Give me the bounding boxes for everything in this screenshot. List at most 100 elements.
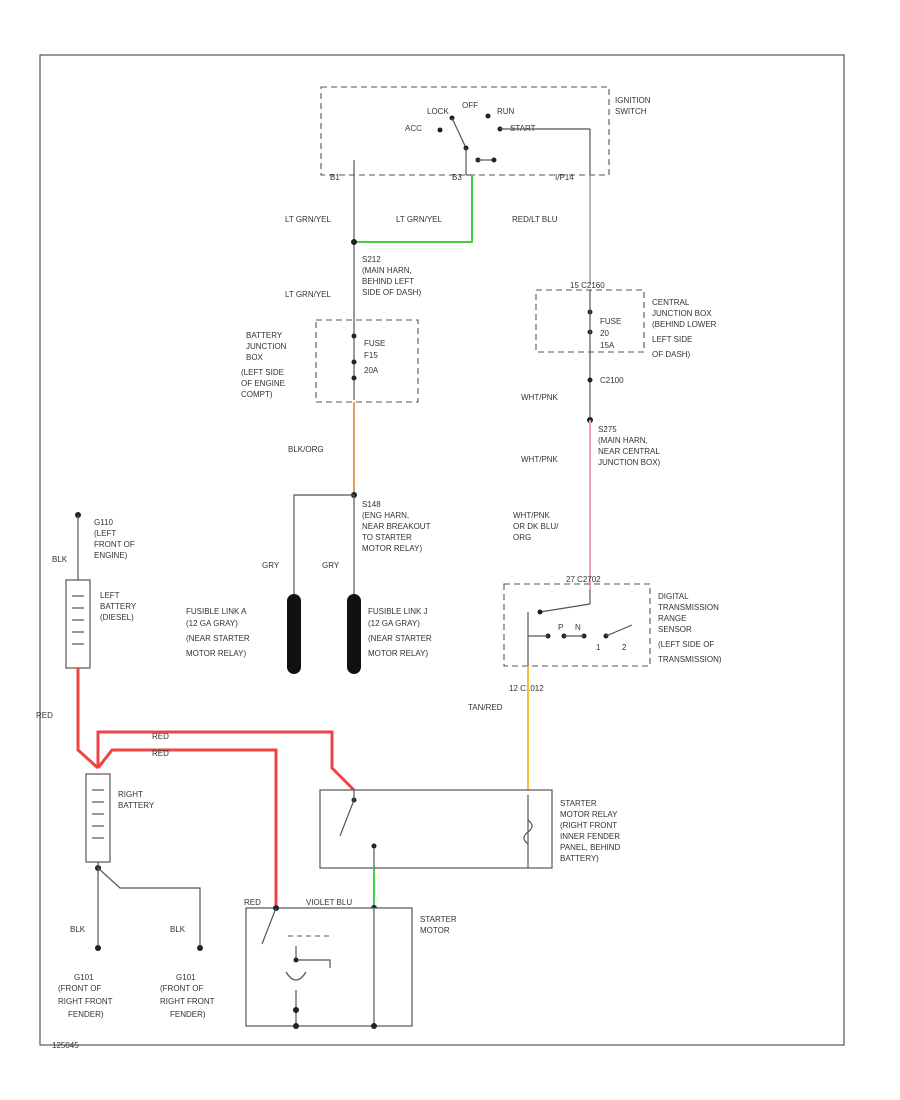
svg-text:S148: S148 — [362, 500, 381, 509]
dtr-switch-label-n: N — [575, 623, 581, 632]
svg-text:(FRONT OF: (FRONT OF — [160, 984, 204, 993]
svg-text:RIGHT FRONT: RIGHT FRONT — [160, 997, 215, 1006]
svg-text:STARTER: STARTER — [560, 799, 597, 808]
svg-text:(ENG HARN,: (ENG HARN, — [362, 511, 409, 520]
svg-text:15A: 15A — [600, 341, 615, 350]
svg-text:SWITCH: SWITCH — [615, 107, 647, 116]
wire-label-red-left: RED — [36, 711, 53, 720]
svg-text:LEFT: LEFT — [100, 591, 120, 600]
right-battery-label: RIGHT BATTERY — [118, 790, 155, 810]
svg-text:SIDE OF DASH): SIDE OF DASH) — [362, 288, 421, 297]
ground-g101-b-label: G101 (FRONT OF RIGHT FRONT FENDER) — [160, 973, 215, 1019]
wire-label-wht-pnk-3: WHT/PNK OR DK BLU/ ORG — [513, 511, 559, 542]
dtr-sensor-label: DIGITAL TRANSMISSION RANGE SENSOR (LEFT … — [658, 592, 722, 664]
red-wire-left-to-right-battery — [76, 668, 100, 770]
svg-text:FENDER): FENDER) — [68, 1010, 104, 1019]
svg-text:BATTERY): BATTERY) — [560, 854, 599, 863]
ignition-acc-label: ACC — [405, 124, 422, 133]
svg-text:(NEAR STARTER: (NEAR STARTER — [368, 634, 432, 643]
svg-text:FUSIBLE LINK A: FUSIBLE LINK A — [186, 607, 247, 616]
svg-text:G101: G101 — [74, 973, 94, 982]
fusible-link-j — [347, 594, 361, 674]
left-battery-label: LEFT BATTERY (DIESEL) — [100, 591, 137, 622]
red-wire-second — [96, 748, 278, 905]
svg-text:(LEFT SIDE OF: (LEFT SIDE OF — [658, 640, 714, 649]
dtr-switch-label-p: P — [558, 623, 563, 632]
svg-text:G110: G110 — [94, 518, 114, 527]
svg-text:20A: 20A — [364, 366, 379, 375]
starter-relay-label: STARTER MOTOR RELAY (RIGHT FRONT INNER F… — [560, 799, 621, 863]
svg-text:PANEL, BEHIND: PANEL, BEHIND — [560, 843, 621, 852]
svg-text:INNER FENDER: INNER FENDER — [560, 832, 620, 841]
ignition-lock-label: LOCK — [427, 107, 449, 116]
central-junction-box-label: CENTRAL JUNCTION BOX (BEHIND LOWER LEFT … — [652, 298, 717, 359]
battery-junction-box: BATTERY JUNCTION BOX (LEFT SIDE OF ENGIN… — [241, 319, 419, 403]
svg-text:NEAR CENTRAL: NEAR CENTRAL — [598, 447, 660, 456]
svg-text:IGNITION: IGNITION — [615, 96, 651, 105]
svg-text:S212: S212 — [362, 255, 381, 264]
ignition-pin-right: I/P14 — [555, 173, 574, 182]
diagram-border — [39, 54, 845, 1046]
svg-text:(RIGHT FRONT: (RIGHT FRONT — [560, 821, 617, 830]
wire-label-gry-j: GRY — [322, 561, 340, 570]
svg-text:RIGHT: RIGHT — [118, 790, 143, 799]
ground-g101-a-label: G101 (FRONT OF RIGHT FRONT FENDER) — [58, 973, 113, 1019]
central-connector-label: C2100 — [600, 376, 624, 385]
wire-label-red-lt-blu: RED/LT BLU — [512, 215, 558, 224]
svg-text:(MAIN HARN,: (MAIN HARN, — [598, 436, 648, 445]
central-junction-pin: 15 C2160 — [570, 281, 605, 290]
fuse-f15-label: FUSE F15 20A — [364, 339, 385, 375]
ignition-switch: IGNITION SWITCH LOCK OFF RUN ACC START B… — [320, 86, 651, 182]
left-battery — [65, 579, 91, 669]
svg-text:MOTOR RELAY: MOTOR RELAY — [560, 810, 618, 819]
digital-transmission-range-sensor: 27 C2702 DIGITAL TRANSMISSION RANGE SENS… — [503, 575, 722, 667]
right-battery — [85, 773, 111, 863]
wire-label-red-motor: RED — [244, 898, 261, 907]
svg-text:(LEFT: (LEFT — [94, 529, 116, 538]
wire-label-wht-pnk-2: WHT/PNK — [521, 455, 559, 464]
svg-text:BOX: BOX — [246, 353, 264, 362]
svg-text:ENGINE): ENGINE) — [94, 551, 128, 560]
wire-label-blk-ground-2: BLK — [70, 925, 86, 934]
svg-text:SENSOR: SENSOR — [658, 625, 692, 634]
svg-text:OR DK BLU/: OR DK BLU/ — [513, 522, 559, 531]
wire-label-lt-grn-yel-1: LT GRN/YEL — [285, 215, 331, 224]
svg-text:OF DASH): OF DASH) — [652, 350, 691, 359]
svg-text:JUNCTION BOX): JUNCTION BOX) — [598, 458, 661, 467]
green-wire — [354, 175, 473, 243]
svg-text:F15: F15 — [364, 351, 378, 360]
svg-text:BEHIND LEFT: BEHIND LEFT — [362, 277, 414, 286]
dtr-switch-label-2: 2 — [622, 643, 627, 652]
svg-text:20: 20 — [600, 329, 609, 338]
svg-text:JUNCTION BOX: JUNCTION BOX — [652, 309, 712, 318]
svg-text:(12 GA GRAY): (12 GA GRAY) — [368, 619, 420, 628]
svg-text:LEFT SIDE: LEFT SIDE — [652, 335, 692, 344]
svg-text:TRANSMISSION: TRANSMISSION — [658, 603, 719, 612]
dtr-sensor-pin: 27 C2702 — [566, 575, 601, 584]
svg-text:FRONT OF: FRONT OF — [94, 540, 135, 549]
svg-text:STARTER: STARTER — [420, 915, 457, 924]
svg-text:FUSE: FUSE — [600, 317, 621, 326]
svg-text:TRANSMISSION): TRANSMISSION) — [658, 655, 722, 664]
svg-text:(NEAR STARTER: (NEAR STARTER — [186, 634, 250, 643]
wire-label-red-second: RED — [152, 749, 169, 758]
svg-text:NEAR BREAKOUT: NEAR BREAKOUT — [362, 522, 431, 531]
svg-text:BATTERY: BATTERY — [246, 331, 283, 340]
fusible-link-a-label: FUSIBLE LINK A (12 GA GRAY) (NEAR STARTE… — [186, 607, 250, 658]
wire-label-blk-ground: BLK — [52, 555, 68, 564]
figure-code: 125045 — [52, 1041, 79, 1050]
wire-label-tan-red: TAN/RED — [468, 703, 503, 712]
wire-label-wht-pnk-1: WHT/PNK — [521, 393, 559, 402]
wire-label-lt-grn-yel-2: LT GRN/YEL — [396, 215, 442, 224]
splice-s148-label: S148 (ENG HARN, NEAR BREAKOUT TO STARTER… — [362, 500, 431, 553]
wire-label-blk-org: BLK/ORG — [288, 445, 324, 454]
wire-label-gry-a: GRY — [262, 561, 280, 570]
svg-text:FUSIBLE LINK J: FUSIBLE LINK J — [368, 607, 428, 616]
ignition-pin-left: B1 — [330, 173, 340, 182]
svg-text:TO STARTER: TO STARTER — [362, 533, 412, 542]
ignition-pin-mid: B3 — [452, 173, 462, 182]
svg-text:CENTRAL: CENTRAL — [652, 298, 690, 307]
svg-text:OF ENGINE: OF ENGINE — [241, 379, 285, 388]
svg-text:(DIESEL): (DIESEL) — [100, 613, 134, 622]
